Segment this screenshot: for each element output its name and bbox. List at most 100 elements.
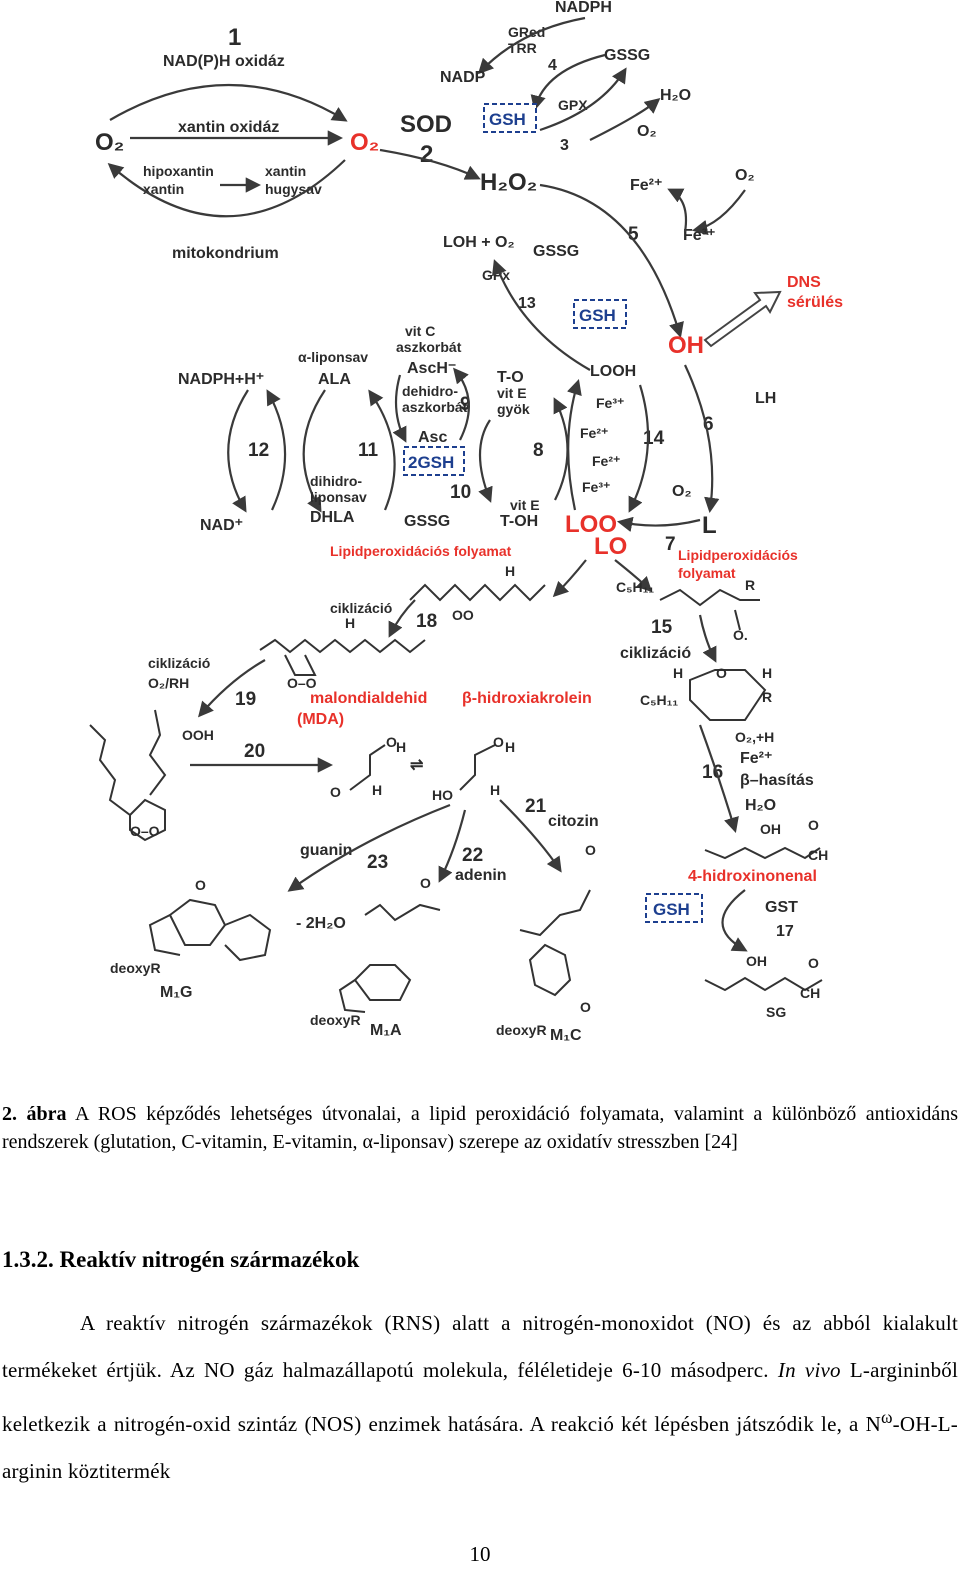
mda-skeleton — [349, 744, 386, 791]
c5h11-top: C₅H₁₁ — [616, 579, 654, 595]
looh-label: LOOH — [590, 363, 636, 380]
lipoic2-label: liponsav — [310, 489, 367, 505]
conj-sg: SG — [766, 1004, 786, 1020]
step-7-number: 7 — [665, 534, 676, 555]
prostaglandin-chain-left — [89, 724, 131, 816]
cyclization-a: ciklizáció — [330, 600, 392, 616]
glutathione-cycle: GRed TRR 4 NADPH NADP GSSG GSH GPX 3 H₂O… — [440, 0, 691, 154]
step-18-number: 18 — [416, 611, 437, 632]
m1a-o: O — [420, 875, 431, 891]
oo-label: OO — [452, 607, 474, 623]
deoxyr-3: deoxyR — [496, 1022, 547, 1038]
endoperoxide-oo: O–O — [287, 675, 317, 691]
asch-label: AscH⁻ — [407, 360, 456, 377]
lo-to-chain-arrow — [614, 559, 653, 593]
2gsh: 2GSH — [408, 453, 454, 472]
minus-2h2o-label: - 2H₂O — [296, 915, 346, 932]
cytosine-label: citozin — [548, 813, 599, 830]
step-16-arrow — [698, 724, 739, 833]
gpx-top: GPX — [558, 97, 588, 113]
gssg-top: GSSG — [604, 47, 650, 64]
o-bond-top — [734, 609, 741, 631]
fatty-acid-chains: H C₅H₁₁ R O. ciklizáció H 18 OO O–O 15 c… — [148, 563, 772, 721]
step-21-arrow — [499, 799, 562, 873]
hne-label: 4-hidroxinonenal — [688, 868, 817, 885]
nadph-top: NADPH — [555, 0, 612, 16]
trr-label: TRR — [508, 40, 537, 56]
lipid-peroxidation-right-2: folyamat — [678, 565, 736, 581]
step-11-number: 11 — [358, 440, 379, 461]
step-5-number: 5 — [628, 224, 639, 245]
fe3-b: Fe³⁺ — [582, 479, 610, 495]
ala-label: ALA — [318, 371, 351, 388]
step-23-arrow — [287, 803, 451, 892]
alkoxyl-radical: LO — [594, 533, 627, 560]
peroxyl-radical: LOO — [565, 511, 617, 538]
fe2-top: Fe²⁺ — [630, 177, 662, 194]
m1c-side-chain — [519, 889, 591, 937]
step-23-number: 23 — [367, 852, 388, 873]
o2-low: O₂ — [672, 483, 692, 500]
lipoic-acid-label: α-liponsav — [298, 349, 368, 365]
chain-cyclized — [259, 638, 426, 654]
ros-pathway-figure: 1 NAD(P)H oxidáz O₂ xantin oxidáz O₂ SOD… — [89, 0, 843, 1044]
m1c-o-top: O — [585, 842, 596, 858]
step-14-number: 14 — [643, 428, 665, 449]
radical-label: gyök — [497, 401, 530, 417]
figure-caption: 2. ábra A ROS képződés lehetséges útvona… — [2, 1100, 958, 1156]
bicyclic-ring — [129, 798, 166, 842]
hydroxyacrolein-skeleton — [459, 744, 496, 791]
vite-label: vit E — [497, 385, 527, 401]
m1c-ring — [528, 943, 572, 997]
fenton-reaction: Fe²⁺ O₂ 5 Fe³⁺ — [539, 167, 755, 338]
asc-arrow — [453, 367, 470, 441]
fe2-b: Fe²⁺ — [592, 453, 620, 469]
cycle-12-right — [266, 389, 287, 511]
nadph-oxidase-arrow — [109, 84, 348, 122]
step-19-arrow — [197, 659, 266, 718]
gpx-arrow — [539, 67, 627, 132]
c5h11-ring: C₅H₁₁ — [640, 692, 678, 708]
hypoxanthine-label: hipoxantin — [143, 163, 214, 179]
step-10-number: 10 — [450, 482, 471, 503]
h-ring-right: H — [762, 665, 772, 681]
mda-o-top: O — [386, 734, 397, 750]
h2o-arrow — [589, 98, 661, 141]
adenine-label: adenin — [455, 867, 507, 884]
cyclic-peroxide-ring — [689, 669, 767, 721]
body-paragraph: A reaktív nitrogén származékok (RNS) ala… — [2, 1300, 958, 1495]
ascorbate-label: aszkorbát — [396, 339, 462, 355]
xanthine-left-label: xantin — [143, 181, 184, 197]
vite2-label: vit E — [510, 497, 540, 513]
step-12-number: 12 — [248, 440, 269, 461]
mitochondrium-arrow — [107, 159, 346, 218]
hne-chain — [704, 846, 821, 860]
section-heading: 1.3.2. Reaktív nitrogén származékok — [2, 1247, 360, 1272]
ascorbate2-label: aszkorbát — [402, 399, 468, 415]
m1c-o-bottom: O — [580, 999, 591, 1015]
sod-label: SOD — [400, 111, 452, 138]
conj-oh: OH — [746, 953, 767, 969]
hydroxyl-radical: OH — [668, 332, 704, 359]
hne-ch: CH — [808, 847, 828, 863]
prostaglandin-chain-right — [148, 709, 167, 796]
fe2-c: Fe²⁺ — [740, 750, 772, 767]
m1a-ring-b — [338, 979, 366, 1013]
ha-o-top: O — [493, 734, 504, 750]
nad-plus-label: NAD⁺ — [200, 517, 243, 534]
dna-damage: DNS sérülés OH — [668, 274, 843, 359]
cycle-10-left — [478, 419, 493, 503]
lh-label: LH — [755, 390, 776, 407]
step-1-number: 1 — [228, 24, 241, 51]
loo-to-chain-arrow — [552, 559, 587, 598]
o-radical-top: O. — [733, 627, 748, 643]
m1g-label: M₁G — [160, 984, 192, 1001]
h2o-top: H₂O — [660, 87, 691, 104]
ooh-label: OOH — [182, 727, 214, 743]
gsh-box-2gsh — [403, 446, 465, 476]
gssg-low-label: GSSG — [404, 513, 450, 530]
lipid-peroxidation: LOOH Fe³⁺ Fe²⁺ 14 Fe²⁺ Fe³⁺ LH 6 O₂ L LO… — [330, 363, 798, 598]
step-17-number: 17 — [776, 923, 794, 940]
h2o-c: H₂O — [745, 797, 776, 814]
step-21-number: 21 — [525, 796, 547, 817]
